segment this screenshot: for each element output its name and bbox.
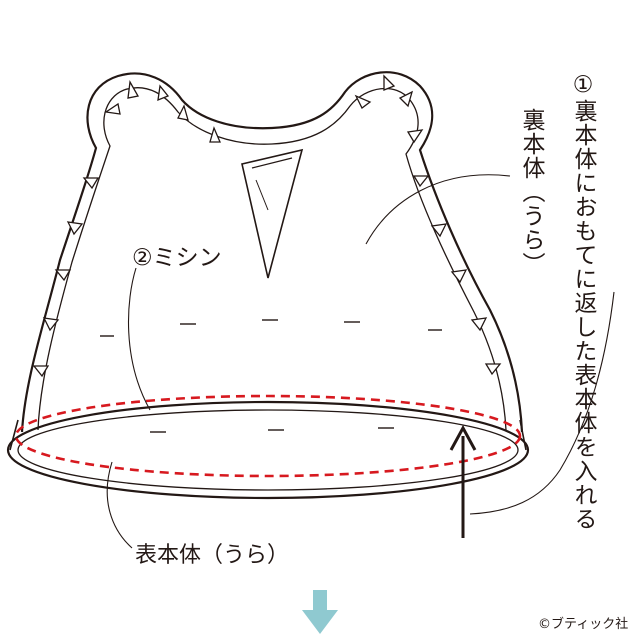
up-arrow-icon — [449, 424, 477, 538]
grain-dashes — [100, 319, 442, 433]
stitch-line — [14, 394, 522, 478]
notch-marks — [32, 74, 502, 378]
stitch-label: ②ミシン — [132, 245, 222, 271]
outer-left-edge — [9, 419, 19, 451]
outer-body-rim-inner — [17, 409, 519, 491]
seam-allowance-line — [37, 87, 507, 431]
outer-body-label: 表本体（うら） — [135, 543, 290, 568]
dart — [241, 148, 304, 279]
lining-body-label: 裏本体（うら） — [518, 108, 544, 276]
copyright-notice: ©ブティック社 — [538, 617, 629, 632]
down-arrow-icon — [302, 590, 338, 634]
outer-right-edge — [519, 419, 527, 451]
leader-lines — [106, 174, 615, 549]
outer-body-rim — [6, 400, 530, 500]
step1-note: ①裏本体におもてに返した表本体を入れる — [570, 72, 596, 531]
